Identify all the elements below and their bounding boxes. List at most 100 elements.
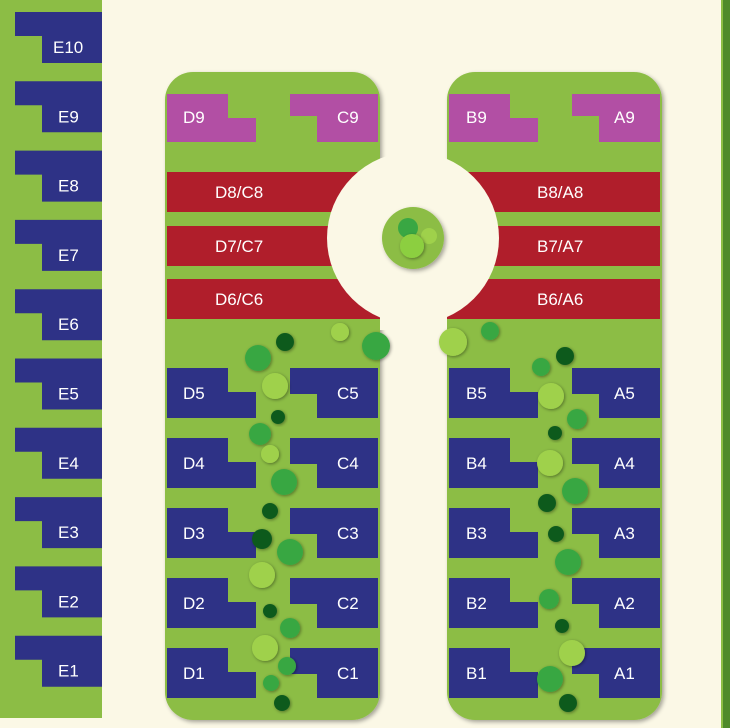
unit-e5[interactable]: E5 bbox=[15, 358, 102, 410]
unit-label: E7 bbox=[58, 246, 79, 265]
unit-label: E6 bbox=[58, 315, 79, 334]
tree bbox=[252, 529, 272, 549]
unit-b2[interactable]: B2 bbox=[449, 578, 538, 628]
tree bbox=[263, 675, 279, 691]
tree bbox=[538, 494, 556, 512]
unit-label: A9 bbox=[614, 108, 635, 127]
tree bbox=[262, 373, 288, 399]
unit-label: D3 bbox=[183, 524, 205, 543]
tree bbox=[555, 549, 581, 575]
unit-a1[interactable]: A1 bbox=[572, 648, 660, 698]
unit-label: B2 bbox=[466, 594, 487, 613]
tree bbox=[278, 657, 296, 675]
unit-b6-a6[interactable]: B6/A6 bbox=[445, 279, 660, 319]
tree bbox=[538, 383, 564, 409]
unit-c9[interactable]: C9 bbox=[290, 94, 378, 142]
unit-label: A5 bbox=[614, 384, 635, 403]
tree bbox=[280, 618, 300, 638]
unit-label: B5 bbox=[466, 384, 487, 403]
unit-b9[interactable]: B9 bbox=[449, 94, 538, 142]
unit-e10[interactable]: E10 bbox=[15, 12, 102, 63]
tree bbox=[421, 228, 437, 244]
unit-label: E1 bbox=[58, 662, 79, 681]
unit-label: B9 bbox=[466, 108, 487, 127]
unit-b5[interactable]: B5 bbox=[449, 368, 538, 418]
tree bbox=[548, 526, 564, 542]
unit-label: C9 bbox=[337, 108, 359, 127]
unit-label: E5 bbox=[58, 385, 79, 404]
unit-d8-c8[interactable]: D8/C8 bbox=[167, 172, 382, 212]
unit-a2[interactable]: A2 bbox=[572, 578, 660, 628]
tree bbox=[481, 322, 499, 340]
unit-label: B4 bbox=[466, 454, 487, 473]
unit-e8[interactable]: E8 bbox=[15, 150, 102, 202]
unit-c1[interactable]: C1 bbox=[290, 648, 378, 698]
unit-label: B8/A8 bbox=[537, 183, 583, 202]
tree bbox=[439, 328, 467, 356]
unit-e6[interactable]: E6 bbox=[15, 289, 102, 341]
tree bbox=[400, 234, 424, 258]
unit-b1[interactable]: B1 bbox=[449, 648, 538, 698]
tree bbox=[537, 450, 563, 476]
tree bbox=[249, 423, 271, 445]
unit-d2[interactable]: D2 bbox=[167, 578, 256, 628]
unit-label: B3 bbox=[466, 524, 487, 543]
unit-label: C3 bbox=[337, 524, 359, 543]
tree bbox=[556, 347, 574, 365]
unit-a9[interactable]: A9 bbox=[572, 94, 660, 142]
unit-label: C1 bbox=[337, 664, 359, 683]
unit-a5[interactable]: A5 bbox=[572, 368, 660, 418]
tree bbox=[539, 589, 559, 609]
unit-label: D4 bbox=[183, 454, 205, 473]
tree bbox=[274, 695, 290, 711]
unit-e9[interactable]: E9 bbox=[15, 81, 102, 133]
unit-label: D2 bbox=[183, 594, 205, 613]
unit-b4[interactable]: B4 bbox=[449, 438, 538, 488]
unit-c4[interactable]: C4 bbox=[290, 438, 378, 488]
unit-label: A3 bbox=[614, 524, 635, 543]
tree bbox=[398, 218, 418, 238]
unit-label: E9 bbox=[58, 107, 79, 126]
unit-e3[interactable]: E3 bbox=[15, 497, 102, 549]
tree bbox=[559, 640, 585, 666]
unit-c5[interactable]: C5 bbox=[290, 368, 378, 418]
unit-e4[interactable]: E4 bbox=[15, 427, 102, 479]
unit-label: C2 bbox=[337, 594, 359, 613]
unit-a3[interactable]: A3 bbox=[572, 508, 660, 558]
unit-label: A4 bbox=[614, 454, 635, 473]
tree bbox=[362, 332, 390, 360]
tree bbox=[261, 445, 279, 463]
tree bbox=[555, 619, 569, 633]
tree bbox=[276, 333, 294, 351]
tree bbox=[249, 562, 275, 588]
unit-d9[interactable]: D9 bbox=[167, 94, 256, 142]
unit-a4[interactable]: A4 bbox=[572, 438, 660, 488]
unit-e7[interactable]: E7 bbox=[15, 219, 102, 271]
tree bbox=[331, 323, 349, 341]
unit-b3[interactable]: B3 bbox=[449, 508, 538, 558]
tree bbox=[262, 503, 278, 519]
unit-d4[interactable]: D4 bbox=[167, 438, 256, 488]
unit-label: C5 bbox=[337, 384, 359, 403]
east-green-edge-highlight bbox=[721, 0, 723, 728]
unit-d1[interactable]: D1 bbox=[167, 648, 256, 698]
unit-d6-c6[interactable]: D6/C6 bbox=[167, 279, 382, 319]
unit-d5[interactable]: D5 bbox=[167, 368, 256, 418]
tree bbox=[245, 345, 271, 371]
tree bbox=[548, 426, 562, 440]
unit-label: E8 bbox=[58, 177, 79, 196]
trees bbox=[245, 322, 588, 712]
unit-label: D7/C7 bbox=[215, 237, 263, 256]
unit-e2[interactable]: E2 bbox=[15, 566, 102, 618]
unit-label: D6/C6 bbox=[215, 290, 263, 309]
unit-label: E4 bbox=[58, 454, 79, 473]
tree bbox=[252, 635, 278, 661]
unit-c3[interactable]: C3 bbox=[290, 508, 378, 558]
tree bbox=[567, 409, 587, 429]
unit-b8-a8[interactable]: B8/A8 bbox=[445, 172, 660, 212]
unit-e1[interactable]: E1 bbox=[15, 635, 102, 687]
unit-c2[interactable]: C2 bbox=[290, 578, 378, 628]
unit-d3[interactable]: D3 bbox=[167, 508, 256, 558]
